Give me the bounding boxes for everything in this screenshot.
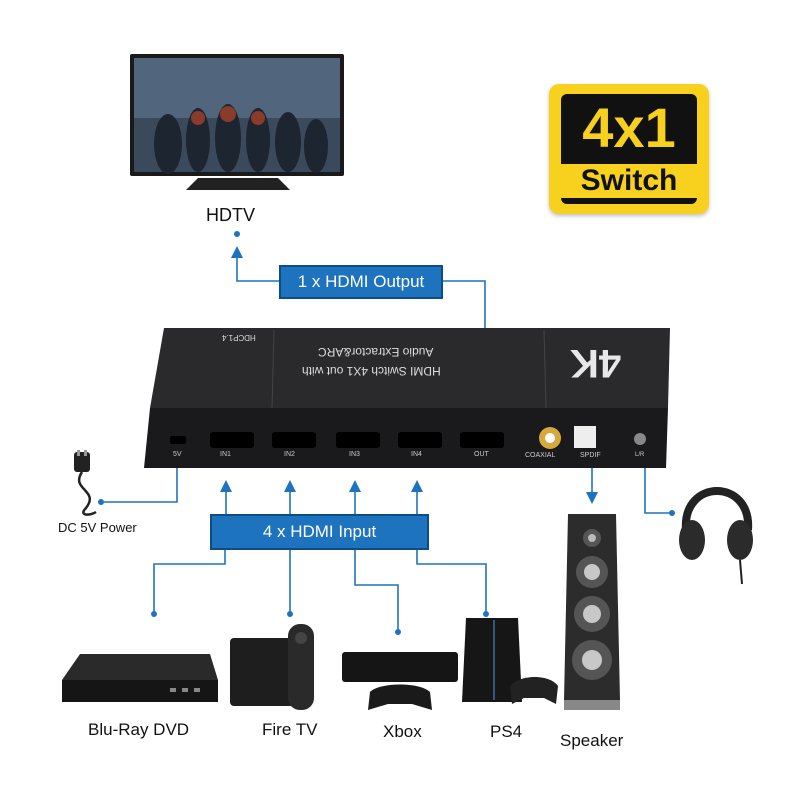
label-ps4: PS4: [490, 722, 523, 741]
port-coaxial: COAXIAL: [525, 452, 556, 459]
badge-main-text: 4x1: [582, 96, 676, 159]
port-5v: 5V: [173, 451, 182, 458]
hdmi-switch-device: [144, 328, 670, 468]
label-hdtv: HDTV: [206, 205, 255, 225]
headphones-image: [679, 487, 753, 585]
label-bluray: Blu-Ray DVD: [88, 720, 190, 739]
device-logo: 4K: [570, 341, 622, 385]
port-spdif: SPDIF: [580, 452, 601, 459]
port-in1: IN1: [220, 451, 231, 458]
label-firetv: Fire TV: [262, 720, 318, 739]
ps4-image: [462, 618, 558, 704]
port-in3: IN3: [349, 451, 360, 458]
xbox-image: [342, 652, 458, 710]
input-box: 4 x HDMI Input: [210, 514, 429, 550]
bluray-image: [62, 654, 218, 702]
device-hdcp: HDCP1.4: [222, 333, 256, 342]
label-xbox: Xbox: [383, 722, 422, 741]
port-lr: L/R: [635, 452, 645, 458]
port-in4: IN4: [411, 451, 422, 458]
device-title-line1: HDMI Switch 4X1 out with: [302, 364, 441, 378]
firetv-image: [230, 624, 314, 710]
hdtv-image: [130, 54, 344, 190]
port-in2: IN2: [284, 451, 295, 458]
power-adapter-image: [74, 450, 97, 516]
label-speaker: Speaker: [560, 731, 624, 750]
device-title-line2: Audio Extractor&ARC: [318, 345, 434, 359]
output-box: 1 x HDMI Output: [279, 265, 443, 299]
speaker-image: [564, 514, 620, 710]
label-power: DC 5V Power: [58, 520, 137, 535]
port-out: OUT: [474, 451, 489, 458]
switch-badge: 4x1 Switch: [549, 84, 709, 214]
badge-sub-text: Switch: [561, 164, 697, 198]
